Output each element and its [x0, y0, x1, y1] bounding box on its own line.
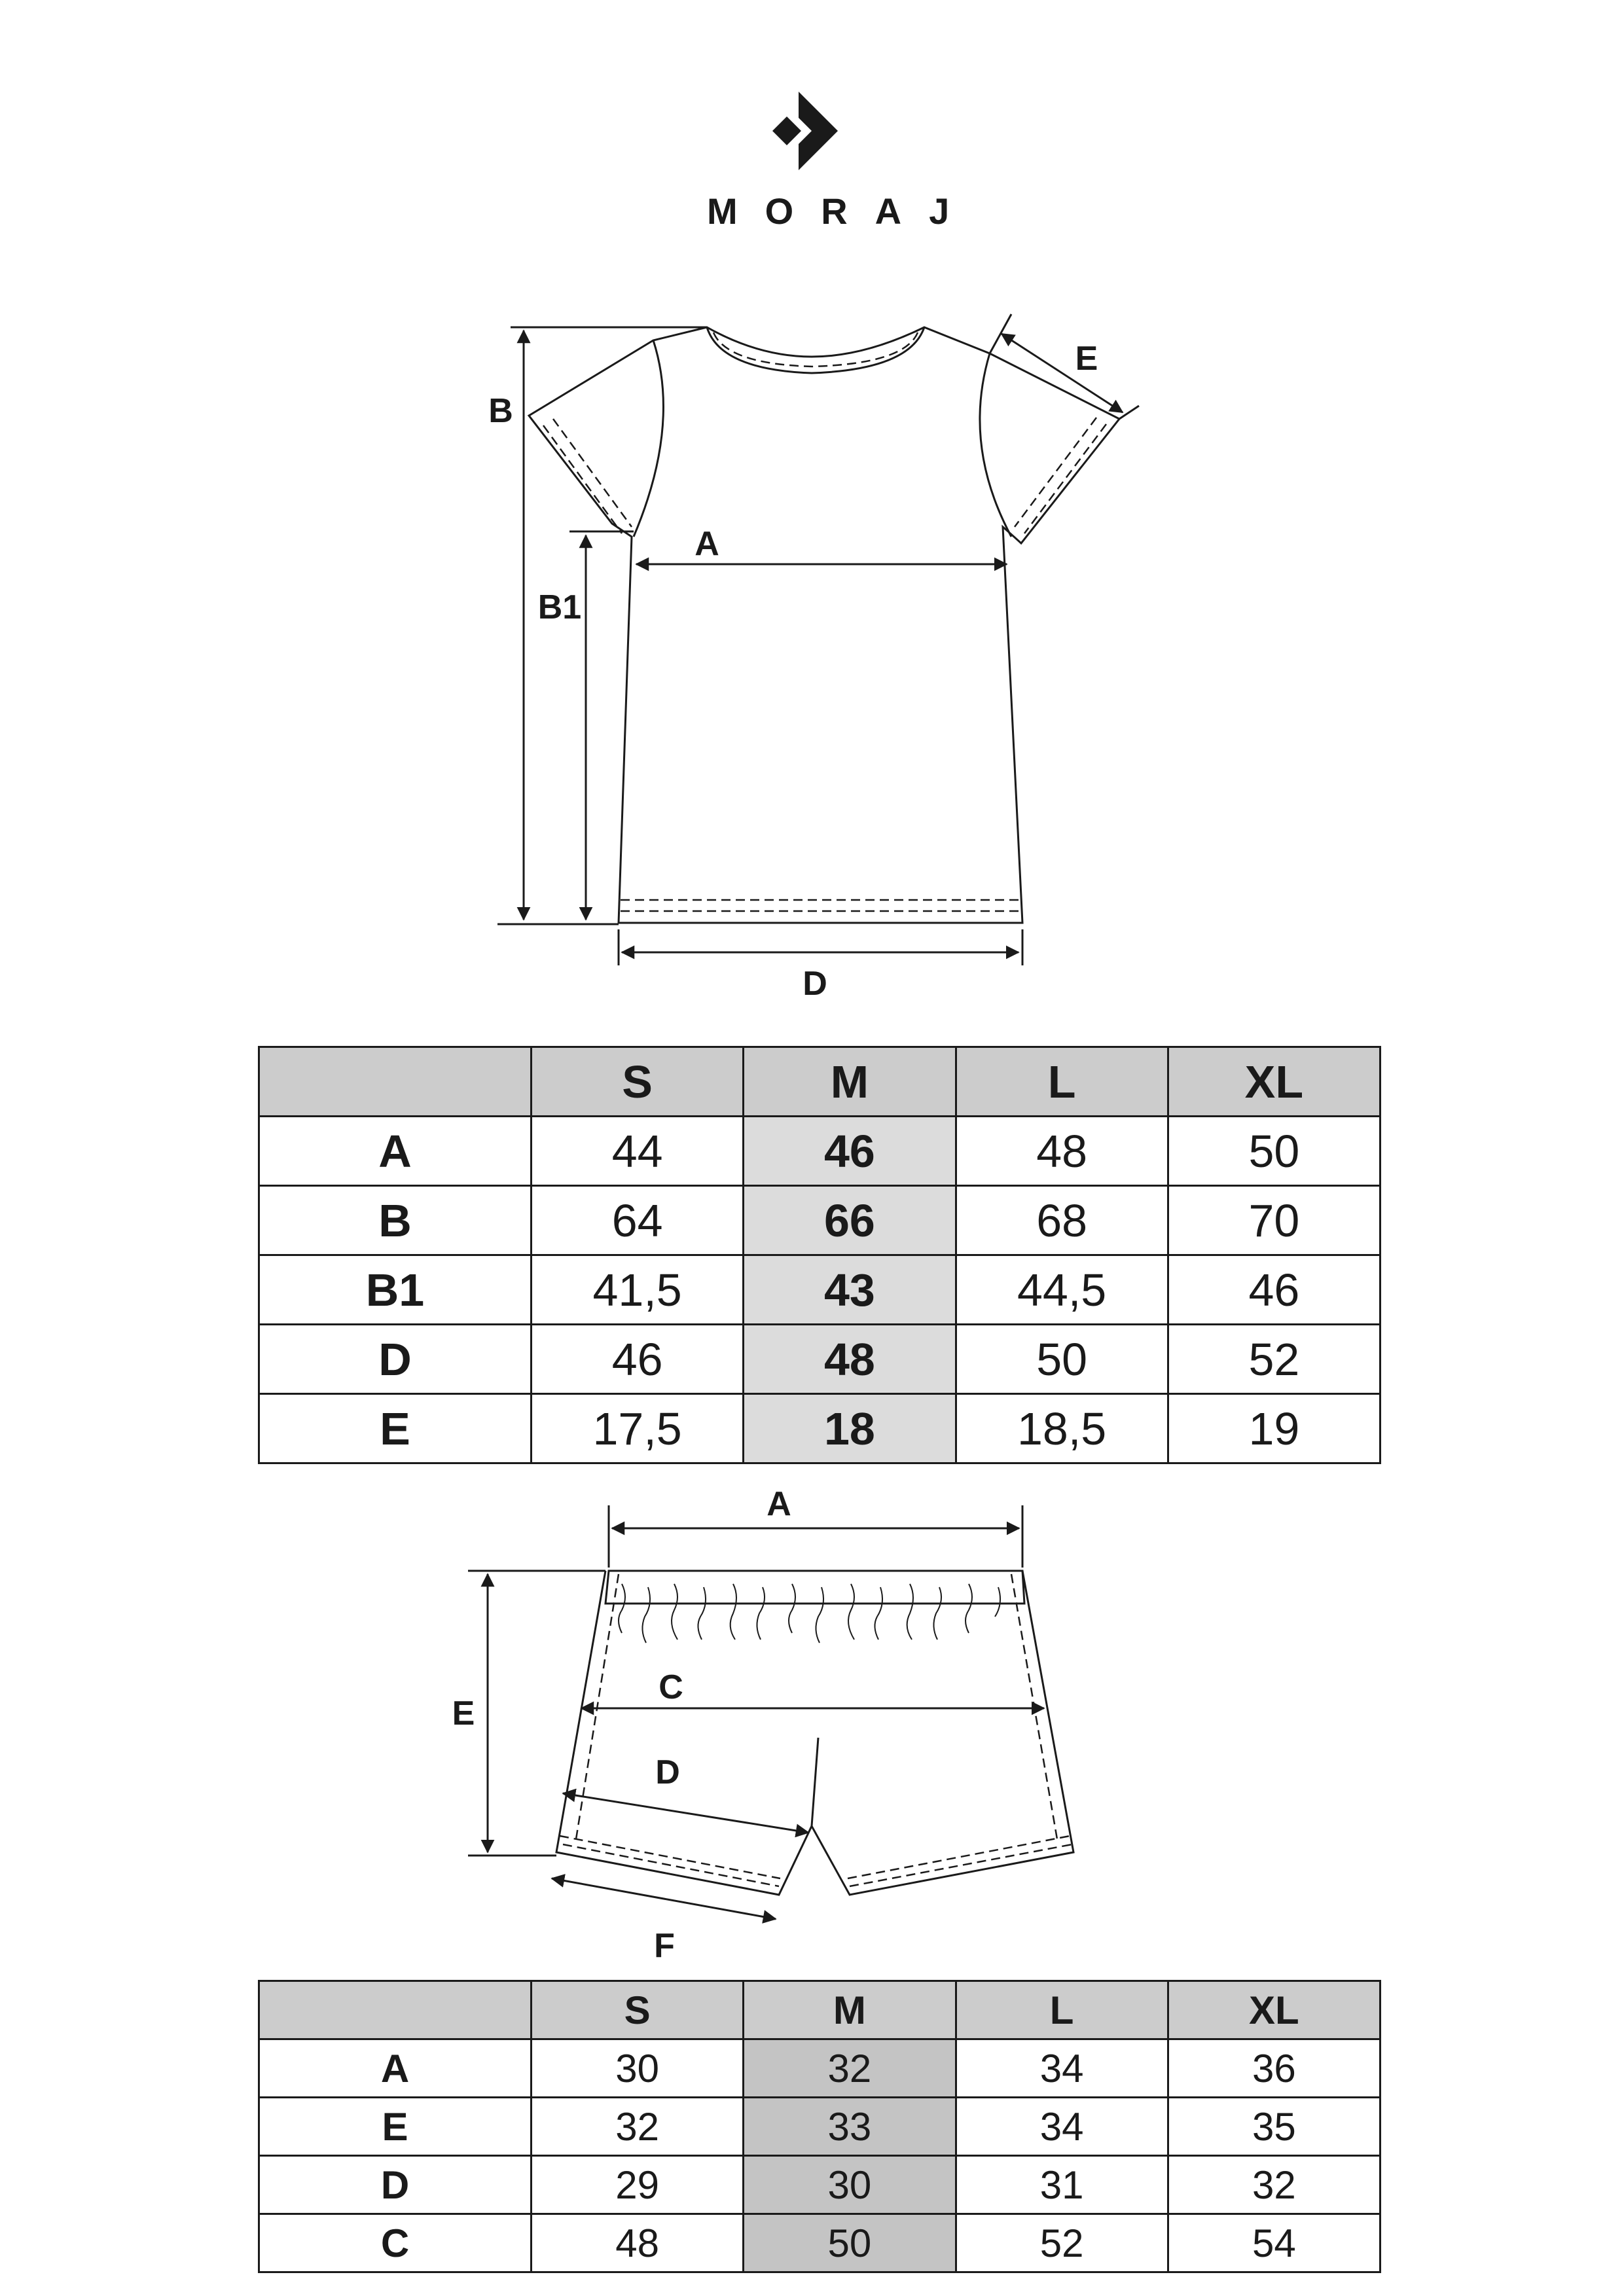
- shorts-header-m: M: [742, 1980, 957, 2040]
- row-label: E: [258, 1393, 532, 1464]
- tshirt-header-m: M: [742, 1046, 957, 1117]
- size-cell: 44: [530, 1115, 745, 1187]
- size-cell: 30: [530, 2038, 745, 2098]
- shorts-label-d: D: [655, 1753, 680, 1791]
- size-cell: 34: [954, 2096, 1169, 2157]
- tshirt-header-l: L: [954, 1046, 1169, 1117]
- size-cell: 18,5: [954, 1393, 1169, 1464]
- shorts-label-f: F: [654, 1927, 675, 1965]
- shorts-label-a: A: [767, 1485, 791, 1523]
- size-cell: 44,5: [954, 1254, 1169, 1325]
- size-cell: 19: [1166, 1393, 1382, 1464]
- tshirt-header-blank: [258, 1046, 532, 1117]
- size-cell: 31: [954, 2155, 1169, 2215]
- shorts-header-xl: XL: [1166, 1980, 1382, 2040]
- chevron-diamond-logo-icon: [772, 92, 838, 170]
- size-cell: 35: [1166, 2096, 1382, 2157]
- size-cell: 32: [1166, 2155, 1382, 2215]
- size-cell: 33: [742, 2096, 957, 2157]
- size-cell: 50: [1166, 1115, 1382, 1187]
- shorts-header-s: S: [530, 1980, 745, 2040]
- tshirt-diagram: B B1 A D E: [488, 314, 1140, 1003]
- row-label: D: [258, 2155, 532, 2215]
- size-cell: 66: [742, 1185, 957, 1256]
- shorts-header-l: L: [954, 1980, 1169, 2040]
- size-cell: 48: [742, 1323, 957, 1395]
- tshirt-label-e: E: [1075, 340, 1098, 378]
- row-label: E: [258, 2096, 532, 2157]
- tshirt-header-xl: XL: [1166, 1046, 1382, 1117]
- brand-name: MORAJ: [707, 190, 977, 232]
- size-cell: 54: [1166, 2213, 1382, 2273]
- size-cell: 34: [954, 2038, 1169, 2098]
- size-cell: 64: [530, 1185, 745, 1256]
- size-cell: 50: [742, 2213, 957, 2273]
- size-cell: 50: [954, 1323, 1169, 1395]
- size-cell: 52: [954, 2213, 1169, 2273]
- size-cell: 46: [742, 1115, 957, 1187]
- shorts-label-e: E: [452, 1695, 475, 1732]
- size-cell: 68: [954, 1185, 1169, 1256]
- row-label: B1: [258, 1254, 532, 1325]
- row-label: C: [258, 2213, 532, 2273]
- size-cell: 46: [530, 1323, 745, 1395]
- size-cell: 29: [530, 2155, 745, 2215]
- size-cell: 32: [742, 2038, 957, 2098]
- size-cell: 43: [742, 1254, 957, 1325]
- tshirt-header-s: S: [530, 1046, 745, 1117]
- shorts-label-c: C: [659, 1668, 683, 1706]
- row-label: B: [258, 1185, 532, 1256]
- shorts-diagram: A E C D F: [452, 1485, 1075, 1965]
- size-cell: 30: [742, 2155, 957, 2215]
- row-label: D: [258, 1323, 532, 1395]
- tshirt-label-a: A: [695, 525, 719, 563]
- shorts-header-blank: [258, 1980, 532, 2040]
- size-cell: 48: [954, 1115, 1169, 1187]
- size-cell: 48: [530, 2213, 745, 2273]
- size-cell: 70: [1166, 1185, 1382, 1256]
- tshirt-label-b: B: [488, 392, 513, 430]
- size-cell: 32: [530, 2096, 745, 2157]
- size-cell: 52: [1166, 1323, 1382, 1395]
- row-label: A: [258, 1115, 532, 1187]
- tshirt-label-d: D: [803, 965, 827, 1003]
- size-cell: 46: [1166, 1254, 1382, 1325]
- size-cell: 36: [1166, 2038, 1382, 2098]
- tshirt-label-b1: B1: [538, 588, 581, 626]
- size-cell: 17,5: [530, 1393, 745, 1464]
- row-label: A: [258, 2038, 532, 2098]
- size-cell: 41,5: [530, 1254, 745, 1325]
- size-cell: 18: [742, 1393, 957, 1464]
